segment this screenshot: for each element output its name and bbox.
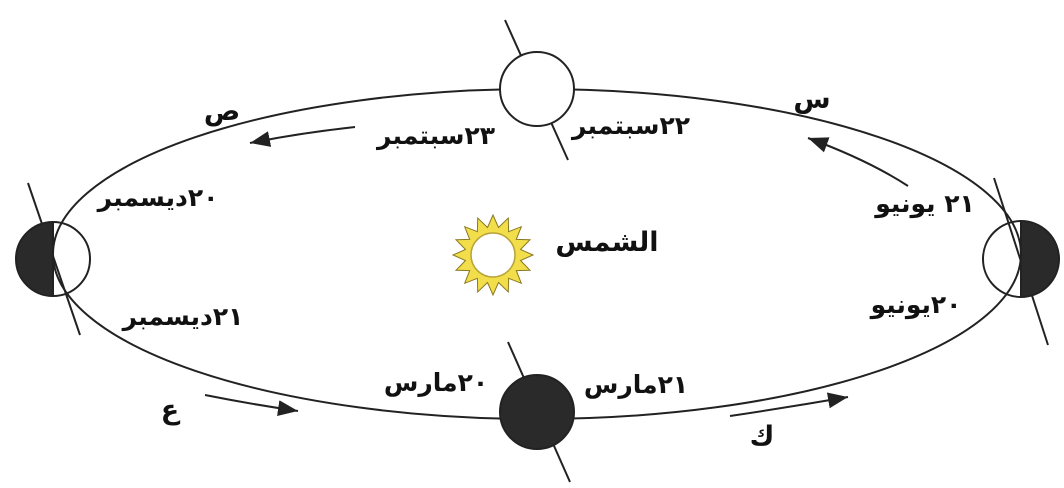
sun-core xyxy=(471,233,515,277)
label-sun: الشمس xyxy=(555,227,658,258)
earth-icon xyxy=(983,178,1059,345)
label-mar20: ٢٠مارس xyxy=(384,368,488,397)
orbit-path xyxy=(53,89,1021,419)
arrow-top-right xyxy=(808,138,908,186)
arrow-label-top-left: ص xyxy=(204,96,240,127)
earth-icon xyxy=(16,183,90,335)
label-sep22: ٢٢سبتمبر xyxy=(570,111,690,141)
arrow-label-top-right: س xyxy=(793,84,830,115)
label-jun21: ٢١ يونيو xyxy=(873,189,975,219)
arrow-top-left xyxy=(250,127,355,143)
arrow-label-bottom-right: ك xyxy=(750,421,775,452)
label-mar21: ٢١مارس xyxy=(584,370,688,399)
arrow-bottom-left xyxy=(205,395,298,411)
label-jun20: ٢٠يونيو xyxy=(869,290,962,320)
arrow-label-bottom-left: ع xyxy=(161,395,181,426)
earth-icon xyxy=(500,342,574,482)
arrow-bottom-right xyxy=(730,397,848,416)
sun-icon xyxy=(453,215,533,295)
label-dec21: ٢١ديسمبر xyxy=(121,302,244,332)
label-dec20: ٢٠ديسمبر xyxy=(96,183,219,213)
label-sep23: ٢٣سبتمبر xyxy=(375,121,495,151)
earth-icon xyxy=(500,20,574,160)
